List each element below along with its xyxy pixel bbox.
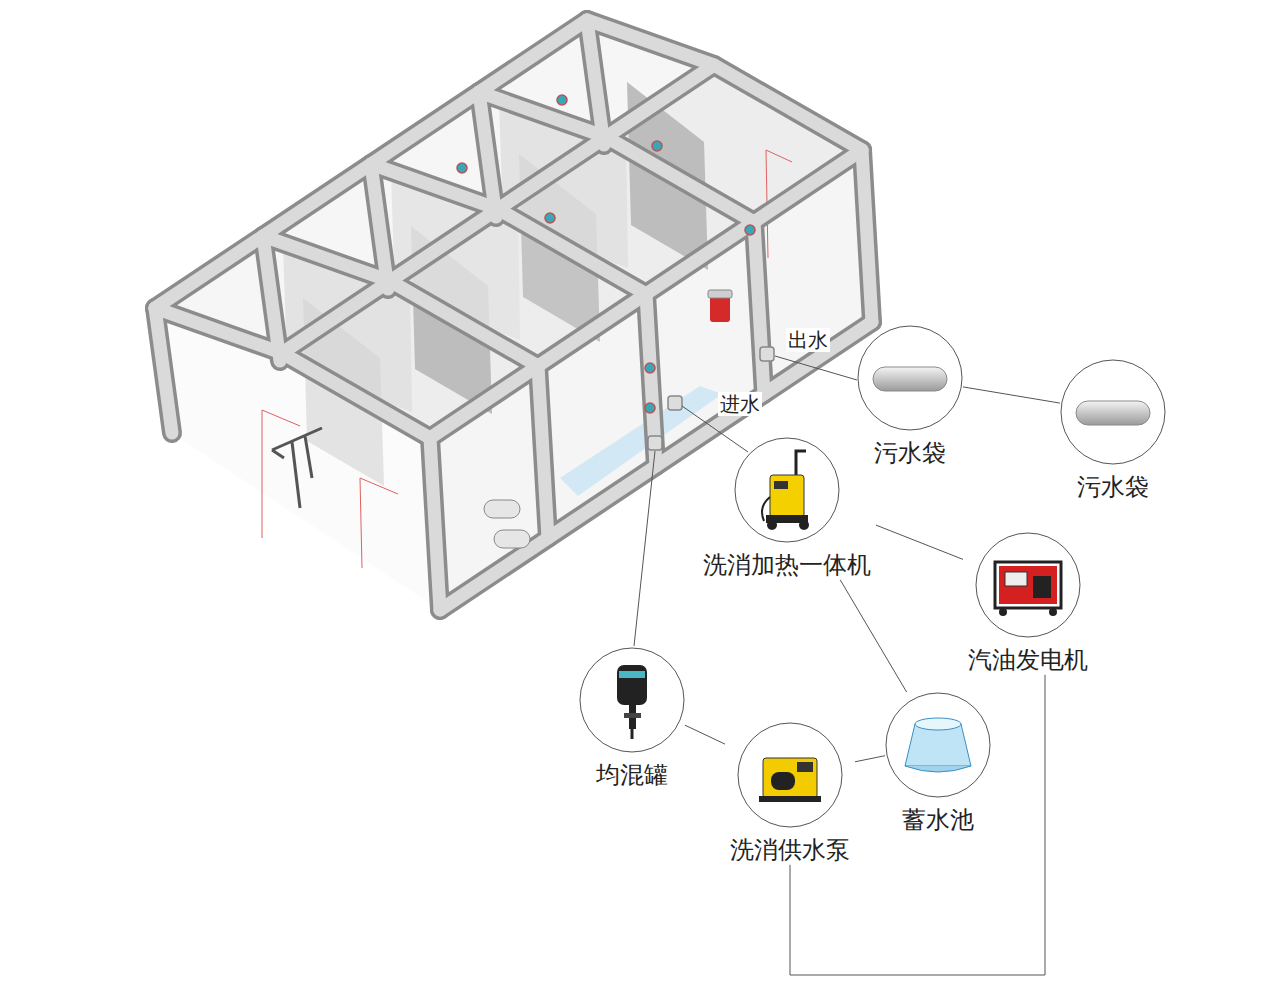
equipment-circle bbox=[1076, 401, 1150, 425]
sprinklers bbox=[645, 363, 655, 373]
pipe-stubs bbox=[648, 436, 662, 450]
tent-body bbox=[494, 530, 530, 548]
sprinklers bbox=[645, 403, 655, 413]
equipment-circle bbox=[999, 608, 1007, 616]
equipment-circle bbox=[617, 665, 647, 705]
sprinklers bbox=[557, 95, 567, 105]
equipment-label: 洗消供水泵 bbox=[725, 836, 855, 865]
sprinklers bbox=[545, 213, 555, 223]
equipment-circle bbox=[858, 326, 962, 430]
equipment-circle bbox=[735, 438, 839, 542]
connector-line bbox=[855, 756, 885, 762]
pipe-stubs bbox=[760, 347, 774, 361]
sprinklers bbox=[457, 95, 755, 413]
equipment-circle bbox=[738, 723, 842, 827]
tent-body bbox=[272, 428, 322, 508]
mixer-pipe bbox=[634, 451, 655, 646]
equipment-circle bbox=[580, 648, 684, 752]
equipment-circle bbox=[857, 325, 963, 431]
pipe-label: 进水 bbox=[718, 392, 762, 416]
equipment-label: 汽油发电机 bbox=[968, 646, 1088, 674]
sprinklers bbox=[457, 163, 467, 173]
tent-body bbox=[155, 20, 872, 610]
outlet-pipe bbox=[775, 356, 857, 380]
equipment-node: 汽油发电机 bbox=[963, 532, 1093, 675]
equipment-circle bbox=[995, 562, 1061, 608]
tent-body bbox=[484, 500, 520, 518]
equipment-circle bbox=[1049, 608, 1057, 616]
equipment-circle bbox=[762, 497, 770, 521]
equipment-node: 蓄水池 bbox=[885, 692, 991, 835]
equipment-label: 污水袋 bbox=[857, 439, 963, 468]
sprinklers bbox=[745, 225, 755, 235]
connector-line bbox=[790, 675, 1045, 975]
equipment-label: 均混罐 bbox=[579, 761, 685, 790]
pipe-stubs bbox=[668, 396, 682, 410]
equipment-circle bbox=[619, 671, 645, 678]
equipment-label: 污水袋 bbox=[1060, 473, 1166, 502]
connector-line bbox=[840, 580, 906, 692]
equipment-circle bbox=[905, 766, 971, 772]
equipment-circle bbox=[886, 693, 990, 797]
equipment-circle bbox=[975, 532, 1081, 638]
equipment-circle bbox=[1061, 360, 1165, 464]
equipment-circle bbox=[1060, 359, 1166, 465]
tent-body bbox=[710, 296, 730, 322]
equipment-circle bbox=[885, 692, 991, 798]
tent-body bbox=[155, 20, 872, 610]
pipe-wires bbox=[634, 356, 857, 646]
connector-line bbox=[685, 725, 725, 744]
equipment-label: 蓄水池 bbox=[902, 806, 974, 834]
tent-body bbox=[155, 20, 872, 610]
equipment-circle bbox=[763, 758, 817, 798]
equipment-circle bbox=[770, 475, 804, 517]
equipment-node: 均混罐 bbox=[579, 647, 685, 790]
equipment-label: 洗消加热一体机 bbox=[698, 551, 876, 580]
equipment-node: 洗消加热一体机 bbox=[698, 437, 876, 580]
equipment-circle bbox=[734, 437, 840, 543]
equipment-circle bbox=[767, 520, 777, 530]
equipment-node: 污水袋 bbox=[857, 325, 963, 468]
equipment-label: 蓄水池 bbox=[885, 806, 991, 835]
equipment-circle bbox=[759, 796, 821, 802]
equipment-circle bbox=[915, 718, 961, 730]
connector-line bbox=[876, 525, 963, 559]
equipment-circle bbox=[873, 367, 947, 391]
equipment-node: 污水袋 bbox=[1060, 359, 1166, 502]
equipment-circle bbox=[631, 729, 634, 739]
pipe-label: 出水 bbox=[786, 328, 830, 352]
equipment-circle bbox=[796, 451, 806, 477]
equipment-label: 洗消供水泵 bbox=[730, 836, 850, 864]
sprinklers bbox=[652, 141, 662, 151]
equipment-circle bbox=[737, 722, 843, 828]
equipment-circle bbox=[774, 481, 788, 489]
tent-body bbox=[708, 290, 732, 298]
equipment-circle bbox=[579, 647, 685, 753]
equipment-label: 汽油发电机 bbox=[963, 646, 1093, 675]
equipment-label: 均混罐 bbox=[596, 761, 668, 789]
equipment-label: 污水袋 bbox=[874, 439, 946, 467]
equipment-label: 污水袋 bbox=[1077, 473, 1149, 501]
pipe-stubs bbox=[648, 347, 774, 450]
equipment-circle bbox=[999, 566, 1057, 604]
equipment-label: 洗消加热一体机 bbox=[703, 551, 871, 579]
connector-line bbox=[963, 387, 1060, 403]
equipment-circle bbox=[799, 520, 809, 530]
equipment-circle bbox=[976, 533, 1080, 637]
equipment-circle bbox=[1033, 576, 1051, 598]
equipment-circle bbox=[771, 772, 795, 790]
equipment-circle bbox=[624, 713, 641, 718]
equipment-node: 洗消供水泵 bbox=[725, 722, 855, 865]
equipment-circle bbox=[1005, 572, 1027, 586]
equipment-circle bbox=[797, 762, 813, 772]
